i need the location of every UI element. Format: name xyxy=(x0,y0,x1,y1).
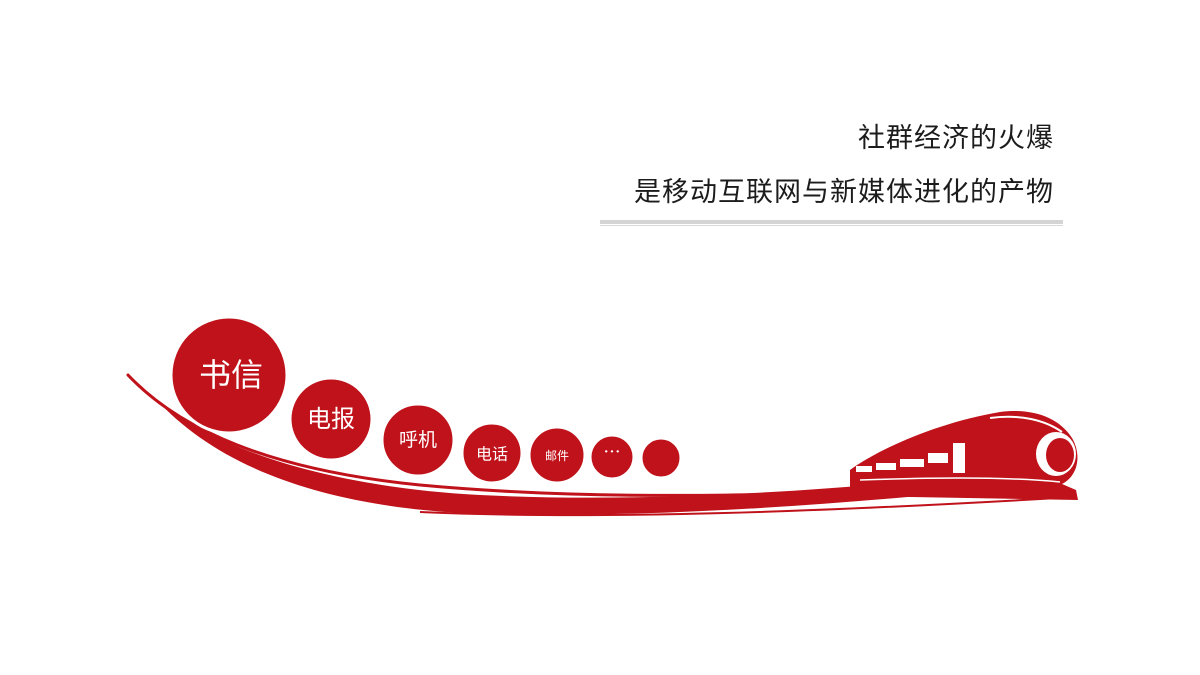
swoosh-underline xyxy=(419,496,1076,517)
bubble-label-pager: 呼机 xyxy=(399,429,437,451)
bubble-label-telegram: 电报 xyxy=(307,405,355,433)
headline: 社群经济的火爆 是移动互联网与新媒体进化的产物 xyxy=(634,112,1054,220)
headline-divider xyxy=(600,220,1063,226)
bubble-phone xyxy=(460,421,524,485)
bubble-label-more: ··· xyxy=(603,442,620,463)
bubble-label-letter: 书信 xyxy=(199,356,263,394)
high-speed-train-icon xyxy=(850,411,1078,500)
bubble-pager xyxy=(380,402,456,478)
bubble-telegram xyxy=(288,376,374,462)
bubble-more xyxy=(588,433,636,481)
bubble-label-phone: 电话 xyxy=(476,445,508,464)
bubble-email xyxy=(527,425,587,485)
swoosh-trail xyxy=(155,398,1010,515)
bubble-future xyxy=(639,436,683,480)
headline-line-2: 是移动互联网与新媒体进化的产物 xyxy=(634,177,1054,208)
bubble-letter xyxy=(169,315,289,435)
bubble-label-email: 邮件 xyxy=(545,449,569,463)
bubble-group: 书信 电报 呼机 电话 邮件 ··· xyxy=(169,315,683,485)
headline-line-1: 社群经济的火爆 xyxy=(858,123,1054,154)
